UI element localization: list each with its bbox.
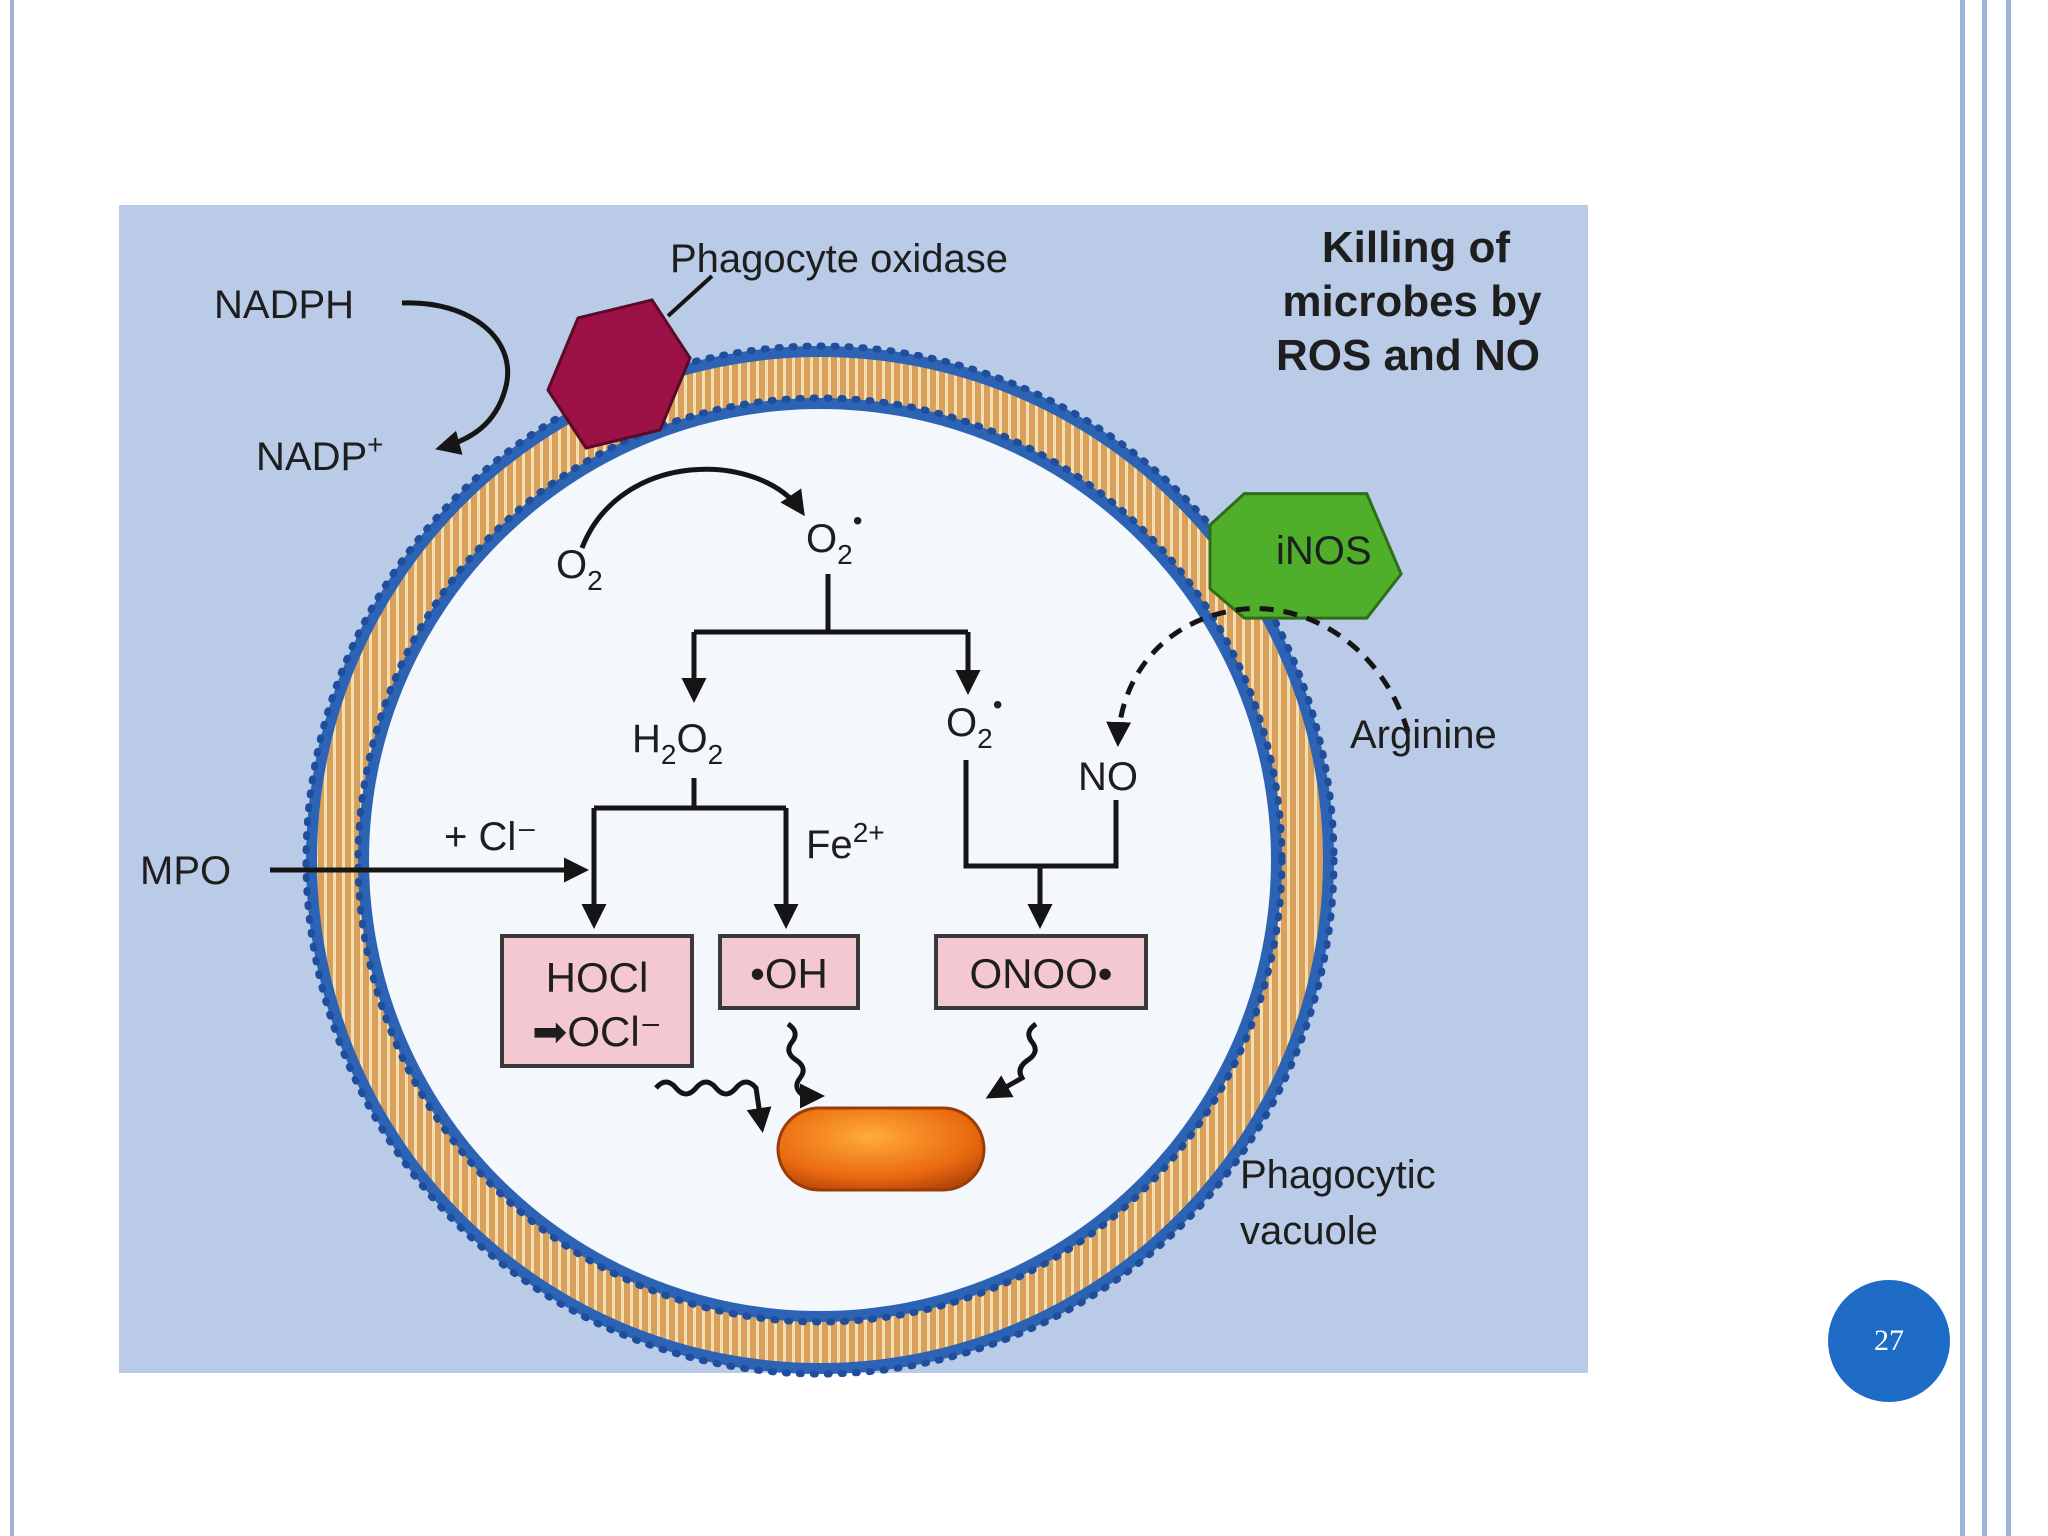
iron-label: Fe2+ [806, 817, 885, 867]
slide-border-right-middle [1982, 0, 1987, 1536]
phagocytic-vacuole-membrane [302, 342, 1338, 1378]
hocl-product-box [500, 934, 694, 1068]
peroxynitrite-label: ONOO• [969, 950, 1112, 997]
hydroxyl-label: •OH [750, 950, 828, 997]
slide-border-left [10, 0, 14, 1536]
diagram-title-line-2: microbes by [1282, 277, 1542, 326]
phagocyte-oxidase-label: Phagocyte oxidase [670, 237, 1008, 281]
mpo-label: MPO [140, 849, 231, 893]
peroxynitrite-product-box [934, 934, 1148, 1010]
hocl-label: HOCl [546, 954, 649, 1001]
inos-hexagon [1208, 492, 1403, 620]
chloride-label: + Cl⁻ [444, 815, 537, 859]
nitric-oxide-label: NO [1078, 755, 1138, 799]
diagram-title-line-3: ROS and NO [1276, 331, 1540, 380]
microbe [776, 1106, 986, 1192]
inos-label: iNOS [1276, 529, 1372, 573]
superoxide-2-label: O2• [946, 689, 1003, 754]
superoxide-label: O2• [806, 505, 863, 570]
phagocyte-oxidase-hexagon [546, 298, 692, 450]
slide-border-right-inner [1960, 0, 1965, 1536]
slide-border-right-outer [2006, 0, 2011, 1536]
phagocyte-oxidase-pointer [666, 274, 714, 318]
diagram-title-line-1: Killing of [1322, 223, 1511, 272]
page-number-badge: 27 [1828, 1280, 1950, 1402]
hydrogen-peroxide-label: H2O2 [632, 717, 723, 770]
ocl-label: ➡OCl⁻ [532, 1008, 662, 1055]
reaction-arrows [270, 300, 1411, 1133]
nadp-label: NADP+ [256, 429, 384, 479]
arginine-label: Arginine [1350, 713, 1497, 757]
hydroxyl-product-box [718, 934, 860, 1010]
oxygen-label: O2 [556, 543, 603, 596]
phagocytic-vacuole-label-line-1: Phagocytic [1240, 1153, 1436, 1197]
phagocytic-vacuole-label-line-2: vacuole [1240, 1209, 1378, 1253]
nadph-label: NADPH [214, 283, 354, 327]
